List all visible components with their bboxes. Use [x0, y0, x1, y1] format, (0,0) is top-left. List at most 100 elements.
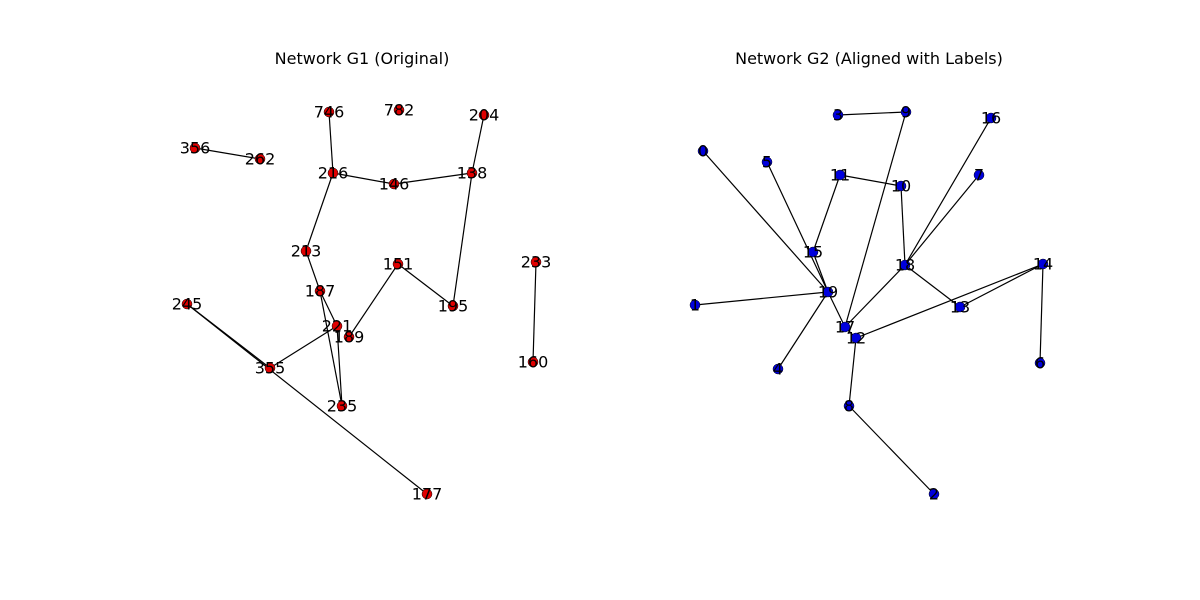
g2-node-label-19: 19 — [818, 283, 838, 302]
g1-node-label-233: 233 — [521, 253, 552, 272]
g1-node-151 — [392, 258, 404, 270]
g1-edge-187-235 — [319, 290, 343, 407]
g1-title: Network G1 (Original) — [275, 49, 450, 68]
g2-node-label-3: 3 — [833, 106, 843, 125]
g1-node-216 — [327, 167, 339, 179]
g2-node-label-18: 18 — [895, 256, 915, 275]
g2-node-1 — [689, 299, 701, 311]
g2-node-8 — [843, 400, 855, 412]
g1-edge-356-262 — [194, 147, 261, 160]
g1-node-label-235: 235 — [327, 397, 358, 416]
g2-node-label-6: 6 — [1035, 354, 1045, 373]
g2-node-label-9: 9 — [901, 103, 911, 122]
g2-edge-14-6 — [1039, 263, 1044, 364]
g1-edge-221-355 — [269, 325, 338, 369]
g1-edge-245-177 — [186, 303, 428, 495]
g1-node-245 — [181, 298, 193, 310]
g2-node-6 — [1034, 357, 1046, 369]
g2-node-15 — [807, 246, 819, 258]
g1-edge-221-235 — [336, 325, 343, 407]
g1-node-label-195: 195 — [438, 297, 469, 316]
g1-edge-151-189 — [348, 263, 399, 338]
g2-edge-10-18 — [900, 185, 906, 266]
g1-node-label-187: 187 — [305, 282, 336, 301]
g2-edge-18-17 — [844, 264, 906, 328]
g1-node-label-216: 216 — [318, 164, 349, 183]
g2-edge-11-15 — [812, 174, 841, 253]
g2-node-label-15: 15 — [803, 243, 823, 262]
g2-node-7 — [973, 169, 985, 181]
g1-node-355 — [264, 362, 276, 374]
g1-node-label-151: 151 — [383, 255, 414, 274]
g1-node-label-245: 245 — [172, 295, 203, 314]
g2-node-label-7: 7 — [974, 166, 984, 185]
g1-edge-187-221 — [319, 290, 338, 327]
g2-node-18 — [899, 259, 911, 271]
g2-node-9 — [900, 106, 912, 118]
g2-node-19 — [822, 286, 834, 298]
g2-edge-14-13 — [959, 263, 1044, 308]
g1-node-label-221: 221 — [322, 317, 353, 336]
g2-edges — [694, 111, 1044, 495]
g1-node-204 — [478, 109, 490, 121]
g1-node-label-146: 146 — [379, 175, 410, 194]
g1-node-label-262: 262 — [245, 150, 276, 169]
g1-node-160 — [527, 356, 539, 368]
g2-node-label-17: 17 — [835, 318, 855, 337]
g1-node-146 — [388, 178, 400, 190]
g1-edge-138-195 — [452, 172, 473, 307]
g2-node-0 — [697, 145, 709, 157]
g1-node-label-189: 189 — [334, 328, 365, 347]
g2-edge-19-4 — [777, 291, 829, 370]
g2-edge-16-18 — [904, 117, 992, 266]
g2-edge-3-9 — [837, 111, 907, 116]
g2-node-label-11: 11 — [830, 166, 850, 185]
g1-node-177 — [421, 488, 433, 500]
g1-node-label-213: 213 — [291, 242, 322, 261]
g2-node-label-1: 1 — [690, 296, 700, 315]
g2-node-5 — [761, 156, 773, 168]
g1-edge-146-138 — [393, 172, 473, 185]
g2-edge-9-17 — [844, 111, 907, 328]
g2-node-14 — [1037, 258, 1049, 270]
g1-node-187 — [314, 285, 326, 297]
g1-node-label-204: 204 — [469, 106, 500, 125]
g1-node-189 — [343, 331, 355, 343]
g2-node-label-10: 10 — [891, 177, 911, 196]
g2-edge-0-19 — [702, 150, 829, 293]
g2-node-13 — [954, 301, 966, 313]
g1-node-782 — [393, 104, 405, 116]
g1-edge-151-195 — [397, 263, 454, 307]
g1-edge-213-187 — [305, 250, 321, 292]
g2-edge-7-18 — [904, 174, 980, 266]
g2-edge-14-12 — [855, 263, 1044, 339]
g1-edge-138-204 — [471, 114, 485, 174]
g1-node-label-355: 355 — [255, 359, 286, 378]
g2-edge-5-19 — [766, 161, 829, 293]
g2-node-label-0: 0 — [698, 142, 708, 161]
g1-edges — [186, 111, 537, 495]
g1-edge-746-216 — [328, 111, 334, 174]
g2-node-16 — [985, 112, 997, 124]
g2-node-label-13: 13 — [950, 298, 970, 317]
g1-node-label-160: 160 — [518, 353, 549, 372]
g2-node-11 — [834, 169, 846, 181]
g2-edge-1-19 — [694, 291, 829, 306]
g1-node-233 — [530, 256, 542, 268]
g2-node-10 — [895, 180, 907, 192]
g2-node-label-4: 4 — [773, 360, 783, 379]
g1-node-195 — [447, 300, 459, 312]
g2-node-label-14: 14 — [1033, 255, 1053, 274]
g2-title: Network G2 (Aligned with Labels) — [735, 49, 1003, 68]
g2-node-4 — [772, 363, 784, 375]
g1-edge-216-146 — [332, 172, 395, 185]
g2-edge-8-2 — [848, 405, 935, 495]
g2-node-label-16: 16 — [981, 109, 1001, 128]
g1-node-213 — [300, 245, 312, 257]
g2-node-label-8: 8 — [844, 397, 854, 416]
g2-node-17 — [839, 321, 851, 333]
g1-node-label-746: 746 — [314, 103, 345, 122]
